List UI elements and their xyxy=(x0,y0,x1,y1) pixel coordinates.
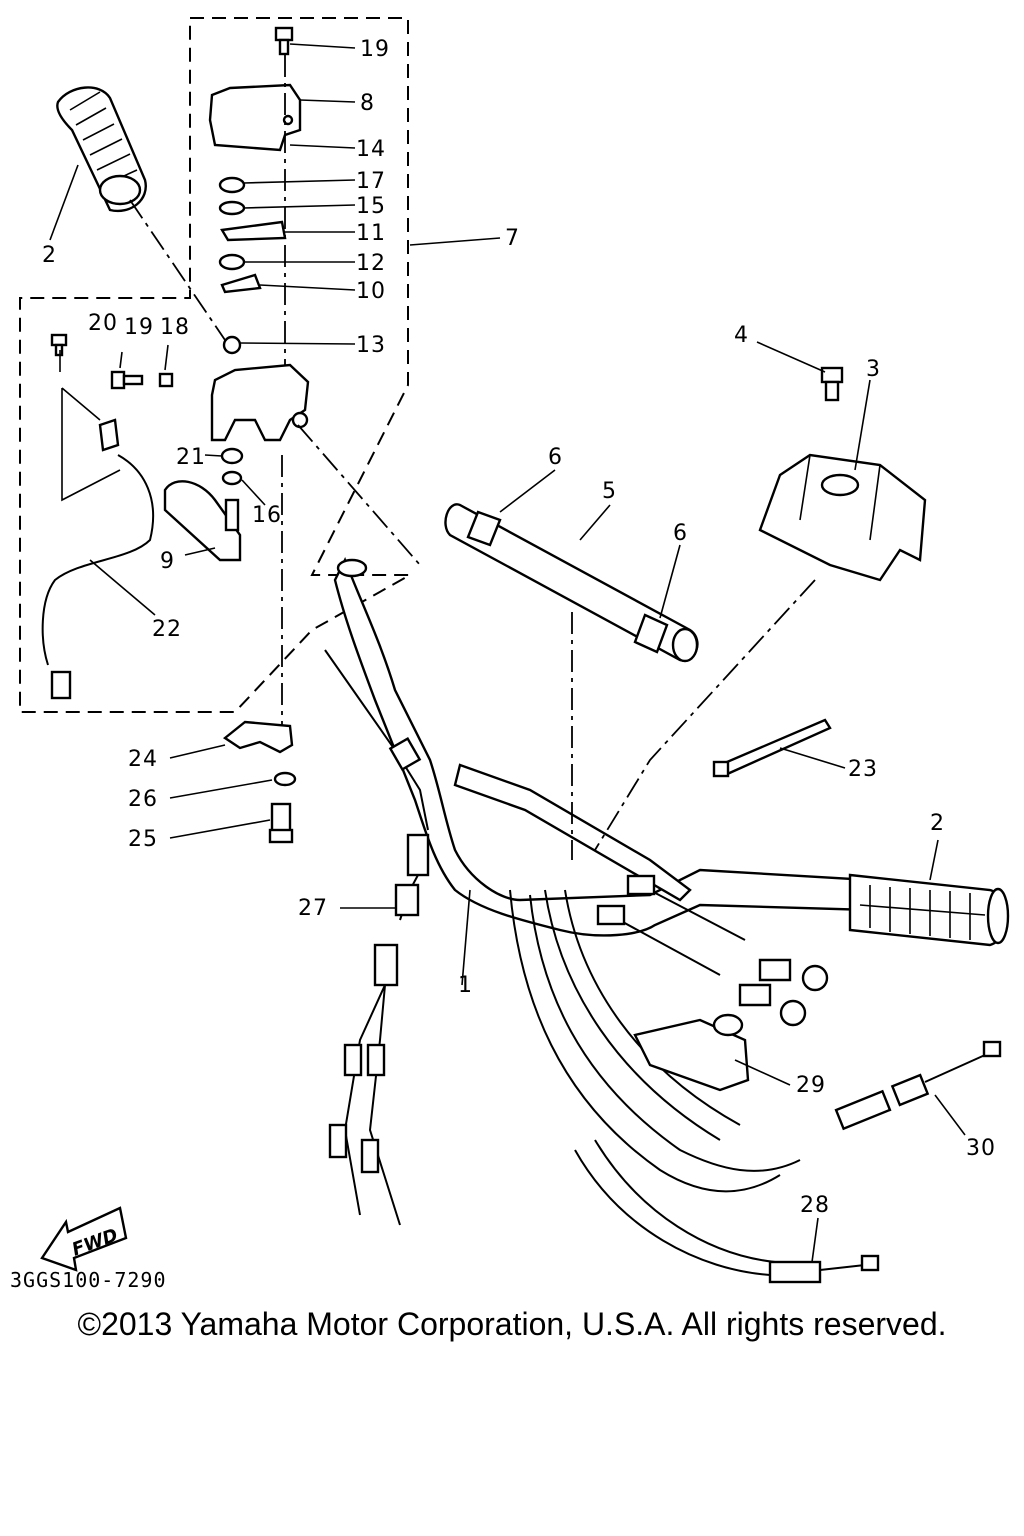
cable-28 xyxy=(574,1139,880,1284)
callout-19-top: 19 xyxy=(360,37,390,62)
switch-29 xyxy=(633,1013,750,1092)
washer-16 xyxy=(221,470,243,486)
callout-23: 23 xyxy=(848,757,878,782)
screw-19-side xyxy=(110,370,144,390)
callout-2-right: 2 xyxy=(930,811,945,836)
leader-lines xyxy=(49,43,966,1263)
clamp-24 xyxy=(222,720,294,754)
callout-16: 16 xyxy=(252,503,282,528)
callout-15: 15 xyxy=(356,194,386,219)
grip-left xyxy=(56,86,147,213)
callout-22: 22 xyxy=(152,617,182,642)
callout-28: 28 xyxy=(800,1193,830,1218)
nut-18 xyxy=(158,372,174,388)
cable-tie xyxy=(712,718,832,778)
bolt-4 xyxy=(820,366,844,402)
callout-17: 17 xyxy=(356,169,386,194)
callout-27: 27 xyxy=(298,896,328,921)
callout-11: 11 xyxy=(356,221,386,246)
washer-12 xyxy=(218,253,246,271)
throttle-cable xyxy=(324,649,430,1226)
assembly-7-outline xyxy=(19,17,414,713)
callout-29: 29 xyxy=(796,1073,826,1098)
screw-20 xyxy=(50,333,68,357)
callout-30: 30 xyxy=(966,1136,996,1161)
callout-2-left: 2 xyxy=(42,243,57,268)
copyright-notice: ©2013 Yamaha Motor Corporation, U.S.A. A… xyxy=(77,1306,947,1342)
callout-7: 7 xyxy=(505,226,520,251)
fwd-arrow-icon: FWD xyxy=(40,1206,128,1272)
washer-21 xyxy=(220,447,244,465)
throttle-cover xyxy=(208,83,302,152)
washer-15 xyxy=(218,200,246,216)
callout-18: 18 xyxy=(160,315,190,340)
brake-cable-assembly xyxy=(509,874,829,1193)
callout-9: 9 xyxy=(160,549,175,574)
callout-24: 24 xyxy=(128,747,158,772)
diagram-code: 3GGS100-7290 xyxy=(10,1268,167,1292)
plate-11 xyxy=(220,220,287,242)
alignment-lines xyxy=(129,55,816,860)
throttle-switch-cable xyxy=(41,418,155,700)
throttle-housing xyxy=(210,335,310,442)
grip-right xyxy=(848,873,1010,947)
callout-19-side: 19 xyxy=(124,315,154,340)
clip-10 xyxy=(220,273,262,294)
callout-3: 3 xyxy=(866,357,881,382)
callout-5: 5 xyxy=(602,479,617,504)
parts-diagram: 19 8 14 17 15 11 7 2 12 10 20 19 18 4 13… xyxy=(19,17,1010,1284)
throttle-lever xyxy=(163,480,242,562)
cable-30 xyxy=(834,1040,1002,1131)
screw-19-top xyxy=(274,26,294,56)
callout-26: 26 xyxy=(128,787,158,812)
washer-26 xyxy=(273,771,297,787)
callout-8: 8 xyxy=(360,91,375,116)
callout-labels: 19 8 14 17 15 11 7 2 12 10 20 19 18 4 13… xyxy=(42,37,996,1218)
callout-1: 1 xyxy=(458,973,473,998)
handlebar-cover xyxy=(758,453,927,582)
callout-6-right: 6 xyxy=(673,521,688,546)
callout-25: 25 xyxy=(128,827,158,852)
washer-17 xyxy=(218,176,246,194)
callout-14: 14 xyxy=(356,137,386,162)
bolt-25 xyxy=(268,802,294,844)
callout-6-left: 6 xyxy=(548,445,563,470)
callout-12: 12 xyxy=(356,251,386,276)
callout-20: 20 xyxy=(88,311,118,336)
callout-10: 10 xyxy=(356,279,386,304)
callout-21: 21 xyxy=(176,445,206,470)
handlebar-pad xyxy=(444,503,699,663)
callout-13: 13 xyxy=(356,333,386,358)
callout-4: 4 xyxy=(734,323,749,348)
